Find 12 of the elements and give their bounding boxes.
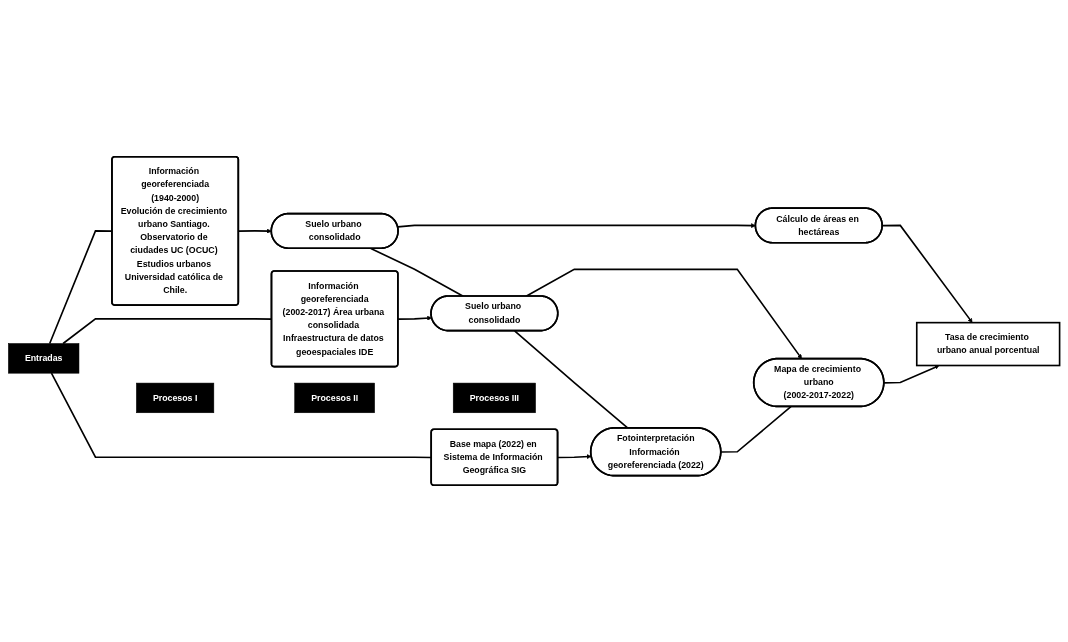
node-box: Procesos I (136, 382, 215, 414)
connector (370, 247, 465, 298)
arrow (883, 365, 940, 384)
node-box: Procesos II (294, 382, 375, 414)
arrow (525, 268, 803, 360)
connector (720, 405, 792, 453)
node-box: Tasa de crecimiento urbano anual porcentual (915, 321, 1061, 367)
arrow (557, 454, 592, 460)
arrow (397, 315, 433, 321)
node-box: Procesos III (452, 382, 536, 414)
node-box: Entradas (8, 343, 80, 374)
connector (513, 330, 629, 429)
